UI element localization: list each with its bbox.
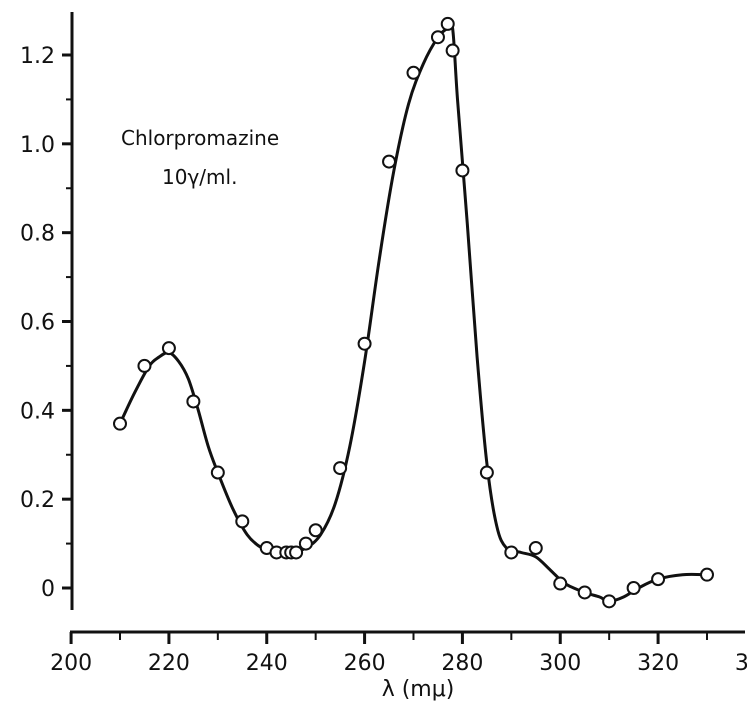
x-tick-label: 300 [539, 651, 581, 676]
x-tick-label: 280 [441, 651, 483, 676]
data-point [235, 514, 250, 529]
data-point [700, 567, 714, 582]
data-point [137, 358, 152, 373]
data-point [113, 416, 127, 431]
data-point [289, 545, 304, 560]
data-point [626, 581, 641, 595]
data-point [357, 336, 372, 351]
data-point [553, 576, 568, 591]
data-points [113, 16, 714, 609]
data-point [455, 163, 470, 178]
x-tick-label: 320 [637, 651, 679, 676]
data-point [382, 154, 397, 169]
y-tick-label: 0.8 [20, 222, 55, 247]
data-point [298, 536, 313, 551]
data-point [430, 30, 445, 45]
x-axis-ticks: 200 220 240 260 280 300 320 340 [50, 632, 747, 676]
data-point [445, 43, 460, 58]
x-tick-label: 220 [148, 651, 190, 676]
y-axis-ticks: 0 0.2 0.4 0.6 0.8 1.0 1.2 [20, 44, 72, 602]
x-tick-label: 340 [735, 651, 747, 676]
data-point [577, 585, 592, 600]
data-point [161, 341, 176, 356]
annotation-line-2: 10γ/ml. [162, 165, 237, 189]
x-tick-label: 260 [344, 651, 386, 676]
data-point [210, 465, 225, 480]
data-point [479, 465, 494, 480]
y-tick-label: 0.2 [20, 488, 55, 513]
data-point [440, 16, 455, 31]
data-point [406, 65, 421, 80]
data-point [308, 523, 323, 538]
x-axis-title: λ (mμ) [382, 677, 455, 702]
x-tick-label: 240 [246, 651, 288, 676]
data-point [186, 394, 201, 409]
y-tick-label: 0 [41, 577, 55, 602]
data-point [504, 545, 519, 560]
annotation-line-1: Chlorpromazine [121, 126, 279, 150]
y-tick-label: 0.6 [20, 311, 55, 336]
data-point [333, 461, 348, 476]
y-tick-label: 1.0 [20, 133, 55, 158]
fit-curve-line [118, 21, 709, 603]
data-point [651, 572, 666, 587]
y-tick-label: 1.2 [20, 44, 55, 69]
data-point [528, 541, 543, 556]
data-point [602, 594, 617, 609]
y-tick-label: 0.4 [20, 399, 55, 424]
x-tick-label: 200 [50, 651, 92, 676]
